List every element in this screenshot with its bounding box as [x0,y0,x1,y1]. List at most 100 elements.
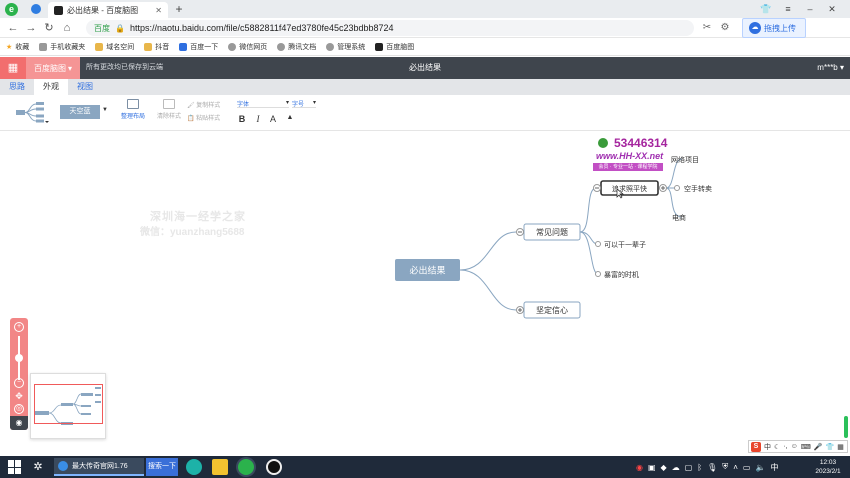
globe-icon [326,42,335,51]
layout-structure-icon[interactable] [14,101,50,125]
close-window-icon[interactable]: ✕ [828,4,836,14]
bg-color-button[interactable]: ▲ [286,114,294,121]
globe-icon [277,42,286,51]
font-size-select[interactable]: 字号▾ [292,100,316,108]
bookmark-domain[interactable]: 域名空间 [95,42,134,52]
tab-view[interactable]: 视图 [77,82,93,91]
node-network[interactable]: 网络项目 [671,155,699,164]
chevron-up-icon[interactable]: ˄ [733,462,738,472]
zoom-out-icon[interactable]: − [14,378,24,388]
paste-style-button[interactable]: 📋 粘贴样式 [187,116,221,122]
pinned-tab[interactable] [26,2,46,17]
volume-icon[interactable]: 🔈 [755,462,766,472]
browser-logo-icon[interactable]: e [5,3,18,16]
record-tray-icon[interactable]: ◉ [636,462,643,472]
bookmark-mobile[interactable]: 手机收藏夹 [39,42,85,52]
bookmark-naotu[interactable]: 百度脑图 [375,42,414,52]
move-icon[interactable]: ✥ [15,391,23,401]
square-tray-icon[interactable]: ▣ [647,462,656,472]
node-recommend[interactable]: 追求照平快 [593,180,667,199]
cut-icon[interactable]: ✂ [702,22,712,33]
sogou-ime-icon[interactable]: S [751,441,761,452]
italic-button[interactable]: I [256,114,260,124]
extension-icon[interactable]: ⚙ [720,22,730,33]
bold-button[interactable]: B [238,114,246,124]
node-ecom[interactable]: 电商 [672,213,686,222]
star-icon: ★ [6,43,13,51]
punctuation-icon[interactable]: ·, [783,443,788,450]
browser-tab-active[interactable]: 必出结果 - 百度脑图 ✕ [48,2,168,18]
zoom-slider-thumb[interactable] [15,354,23,362]
browser-taskbar-icon[interactable] [238,459,254,475]
chat-tray-icon[interactable]: ▢ [684,462,693,472]
font-color-button[interactable]: A [269,114,276,124]
ime-tray-label[interactable]: 中 [770,462,779,472]
expand-toggle[interactable] [595,241,601,247]
node-root[interactable]: 必出结果 [395,259,460,281]
mic-icon[interactable]: 🎙 [707,462,718,472]
close-tab-icon[interactable]: ✕ [155,5,162,15]
brand-menu-button[interactable]: 百度脑图▾ [26,57,80,79]
expand-toggle[interactable] [674,185,680,191]
font-family-select[interactable]: 字体▾ [237,100,289,108]
copy-style-button[interactable]: 🖌 复制样式 [187,103,221,109]
keyboard-icon[interactable]: ⌨ [800,443,811,451]
cloud-tray-icon[interactable]: ☁ [671,462,680,472]
url-input[interactable]: 百度 🔒 https://naotu.baidu.com/file/c58828… [86,20,694,36]
menu-icon[interactable]: ≡ [785,4,791,14]
theme-button[interactable]: 天空蓝 [60,105,100,119]
clear-style-button[interactable]: 清除样式 [152,99,186,120]
expand-toggle[interactable] [595,271,601,277]
minimize-icon[interactable]: – [807,4,813,14]
voice-icon[interactable]: 🎤 [813,443,823,451]
new-tab-button[interactable]: + [175,2,183,16]
home-icon[interactable]: ⌂ [63,22,71,34]
drag-upload-button[interactable]: ☁ 拖拽上传 [742,18,806,38]
taskbar-search-button[interactable]: 搜索一下 [146,458,178,476]
locate-icon[interactable]: ◎ [14,404,24,414]
bookmark-wechat[interactable]: 微信网页 [228,42,267,52]
bluetooth-icon[interactable]: ᛒ [697,462,703,472]
emoji-icon[interactable]: ☺ [790,443,798,450]
bookmark-admin[interactable]: 管理系统 [326,42,365,52]
apps-grid-icon[interactable]: ▦ [0,57,26,79]
scrollbar-thumb[interactable] [844,416,848,438]
bookmark-baidu[interactable]: 百度一下 [179,42,218,52]
skin-icon[interactable]: 👕 [825,443,835,451]
grid-icon[interactable]: ▦ [837,443,844,451]
minimap-viewport[interactable] [34,384,103,424]
caret-down-icon[interactable]: ▼ [102,107,108,113]
moon-icon[interactable]: ☾ [774,443,781,451]
security-icon[interactable]: ⛨ [722,462,729,471]
shirt-icon[interactable]: 👕 [760,4,772,14]
taskbar-clock[interactable]: 12:03 2023/2/1 [808,458,848,476]
user-menu[interactable]: m***b ▾ [817,63,844,72]
windows-start-icon[interactable] [8,460,22,474]
record-icon[interactable] [266,459,282,475]
minimap[interactable] [30,373,106,439]
reload-icon[interactable]: ↻ [44,22,54,34]
mindmap-canvas[interactable]: 必出结果 常见问题 坚定信心 追求照平快 [0,131,850,456]
edge-icon[interactable] [186,459,202,475]
app-tray-icon[interactable]: ◆ [660,462,667,472]
ime-mode-label[interactable]: 中 [764,443,771,451]
back-icon[interactable]: ← [7,22,19,34]
game-app-icon[interactable]: ✲ [33,461,43,473]
bookmark-tencent-docs[interactable]: 腾讯文档 [277,42,316,52]
tab-appearance[interactable]: 外观 [34,79,68,95]
node-opportunity[interactable]: 暴富的时机 [595,270,640,279]
eye-icon[interactable]: ◉ [10,416,28,430]
node-confidence[interactable]: 坚定信心 [516,301,581,319]
bookmark-douyin[interactable]: 抖音 [144,42,169,52]
taskbar-app-legend-site[interactable]: 最大传奇官网1.76 [54,458,144,476]
tab-idea[interactable]: 思路 [9,82,25,91]
file-explorer-icon[interactable] [212,459,228,475]
bookmark-favorites[interactable]: ★收藏 [6,43,30,51]
node-resale[interactable]: 空手转卖 [674,184,713,193]
arrange-layout-button[interactable]: 整理布局 [116,99,150,120]
node-one-life[interactable]: 可以干一辈子 [595,241,647,249]
zoom-in-icon[interactable]: + [14,322,24,332]
network-icon[interactable]: ▭ [742,462,751,472]
node-faq[interactable]: 常见问题 [516,223,581,241]
forward-icon[interactable]: → [25,22,37,34]
